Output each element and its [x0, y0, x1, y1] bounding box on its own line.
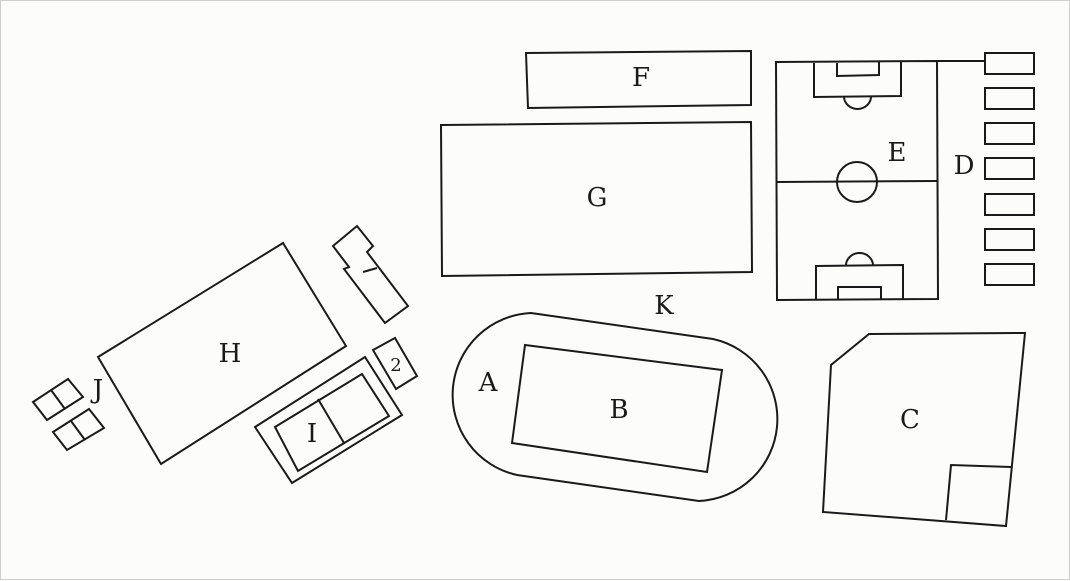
label-i: I — [307, 419, 317, 449]
court-i-outer — [253, 355, 404, 485]
building-j-unit — [31, 377, 85, 422]
plan-outline — [371, 336, 419, 391]
building-f: F — [524, 49, 752, 110]
label-a: A — [478, 368, 499, 398]
court-c: C — [821, 331, 1027, 528]
building-group-j: J — [31, 375, 106, 452]
building-d-unit — [984, 263, 1035, 286]
label-2: 2 — [390, 355, 401, 376]
soccer-pitch-e: E — [774, 59, 985, 302]
building-d-unit — [984, 228, 1035, 251]
pitch-top-penalty-arc — [843, 95, 873, 110]
t-building-mark — [362, 267, 378, 273]
pitch-center-circle — [836, 161, 878, 203]
plan-outline — [331, 224, 410, 325]
pitch-bottom-penalty-arc — [844, 252, 874, 267]
label-j: J — [90, 375, 103, 405]
building-d-unit — [984, 122, 1035, 145]
label-h: H — [219, 339, 242, 369]
building-j-divider — [70, 420, 86, 441]
plan-outline — [96, 241, 348, 466]
label-f: F — [632, 63, 650, 93]
pitch-boundary — [774, 59, 940, 302]
court-i-inner — [273, 372, 391, 473]
building-j-unit — [51, 407, 106, 452]
court-complex-i: I — [253, 355, 404, 485]
t-shaped-building — [331, 224, 410, 325]
infield-b-boundary — [510, 343, 724, 474]
running-track-a: A B K — [451, 291, 779, 503]
track-outer-boundary — [451, 311, 779, 503]
label-e: E — [888, 138, 907, 168]
plan-outline — [524, 49, 752, 110]
pitch-top-penalty-area — [813, 62, 902, 99]
pitch-top-goal-area — [836, 62, 880, 78]
field-g: G — [439, 120, 754, 278]
pitch-halfway-line — [776, 180, 938, 183]
building-d-unit — [984, 87, 1035, 110]
building-row-d: D — [954, 52, 1035, 286]
pitch-bottom-goal-area — [837, 286, 882, 299]
building-d-unit — [984, 157, 1035, 180]
building-d-unit — [984, 52, 1035, 75]
plan-outline — [439, 120, 754, 278]
building-j-divider — [50, 389, 66, 410]
building-2: 2 — [371, 336, 419, 391]
label-k: K — [654, 291, 674, 321]
label-g: G — [587, 183, 608, 213]
pitch-bottom-penalty-area — [815, 263, 904, 299]
court-i-net — [317, 398, 345, 444]
label-b: B — [609, 395, 628, 425]
label-c: C — [900, 405, 920, 435]
label-d: D — [954, 151, 975, 181]
court-c-corner-square — [945, 463, 1012, 521]
building-d-unit — [984, 193, 1035, 216]
court-c-boundary — [821, 331, 1027, 528]
building-h: H — [96, 241, 348, 466]
